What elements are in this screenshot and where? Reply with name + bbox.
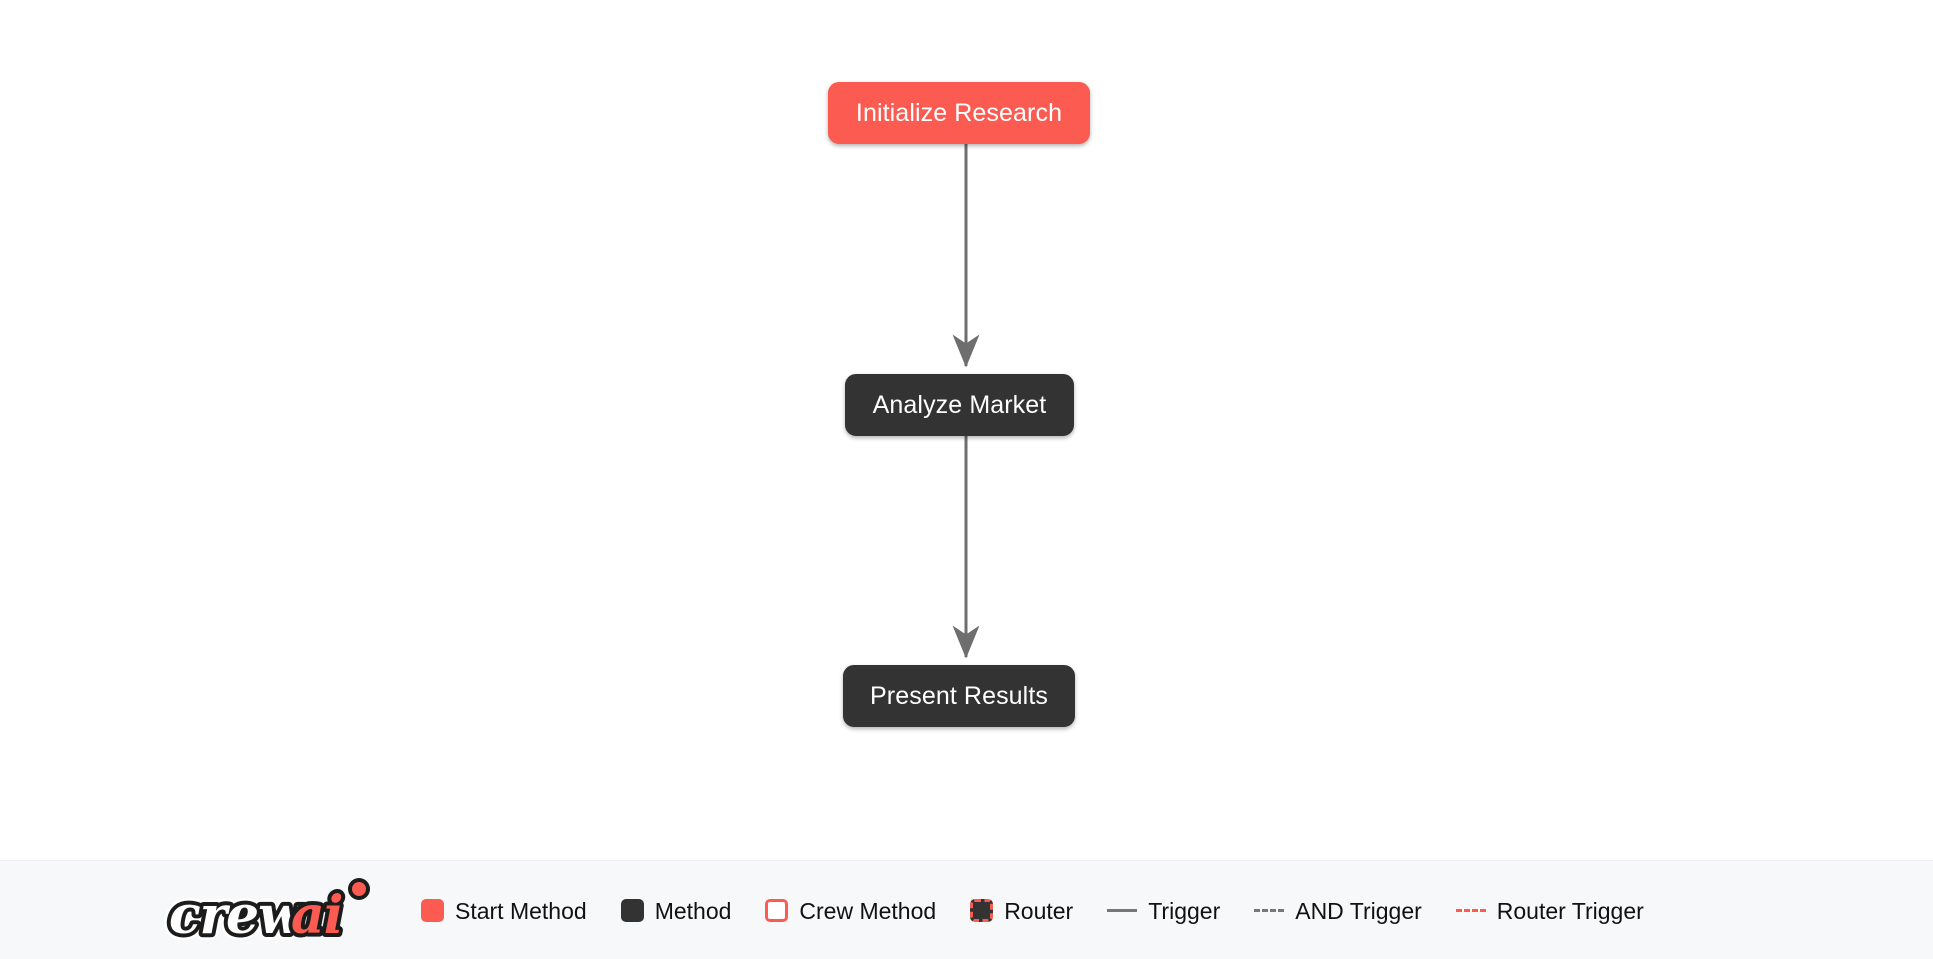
svg-text:crew: crew xyxy=(169,885,305,945)
legend-item-router: Router xyxy=(970,897,1074,924)
svg-text:crew: crew xyxy=(169,885,305,945)
legend-item-label: Router xyxy=(1004,897,1074,924)
flow-node-label: Present Results xyxy=(870,681,1048,710)
legend-item-label: Router Trigger xyxy=(1496,897,1644,924)
legend-items: Start Method Method Crew Method Router T… xyxy=(421,897,1644,924)
legend-item-label: Crew Method xyxy=(799,897,937,924)
legend-item-crew-method: Crew Method xyxy=(765,897,937,924)
legend-item-trigger: Trigger xyxy=(1107,899,1220,922)
legend-item-label: Start Method xyxy=(455,897,587,924)
and-trigger-line-icon xyxy=(1254,908,1285,912)
legend-item-label: Method xyxy=(654,897,732,924)
start-method-swatch-icon xyxy=(421,898,444,922)
crew-method-swatch-icon xyxy=(765,898,789,922)
legend-item-label: AND Trigger xyxy=(1295,897,1422,924)
method-swatch-icon xyxy=(620,898,644,922)
svg-text:ai: ai xyxy=(291,885,342,945)
router-trigger-line-icon xyxy=(1455,908,1486,912)
svg-text:crew: crew xyxy=(169,885,305,945)
crewai-logo: crew crew crew ai ai xyxy=(163,878,370,945)
legend-item-label: Trigger xyxy=(1148,897,1221,924)
flow-node-initialize-research[interactable]: Initialize Research xyxy=(828,82,1090,144)
flow-node-present-results[interactable]: Present Results xyxy=(843,665,1075,727)
flow-node-label: Initialize Research xyxy=(855,98,1063,127)
flow-node-label: Analyze Market xyxy=(872,390,1047,419)
router-swatch-icon xyxy=(970,898,994,922)
legend-item-and-trigger: AND Trigger xyxy=(1254,899,1422,922)
flow-node-analyze-market[interactable]: Analyze Market xyxy=(845,374,1074,436)
legend-bar: crew crew crew ai ai Start Method Method… xyxy=(0,860,1933,959)
trigger-line-icon xyxy=(1107,908,1138,912)
legend-item-method: Method xyxy=(620,897,732,924)
legend-item-router-trigger: Router Trigger xyxy=(1455,897,1644,924)
svg-text:ai: ai xyxy=(291,885,342,945)
flow-canvas[interactable]: Initialize Research Analyze Market Prese… xyxy=(0,0,1933,860)
legend-item-start-method: Start Method xyxy=(421,897,587,924)
